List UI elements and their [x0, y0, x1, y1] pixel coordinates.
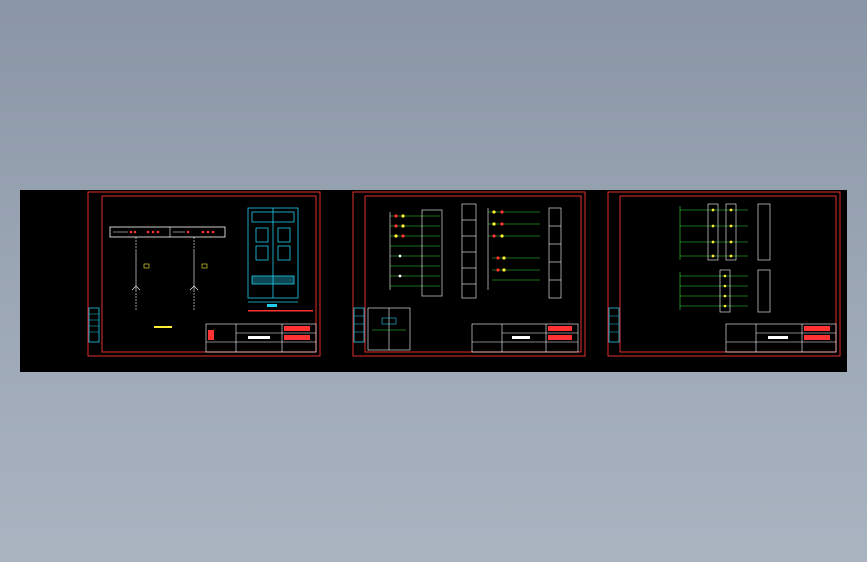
sheet-3-side-tags	[608, 307, 620, 343]
sheet-3-wires-upper	[679, 206, 748, 260]
sheet-1-busbar	[109, 226, 226, 238]
sheet-1-panel-elevation	[247, 207, 299, 307]
sheet-3-outer-frame	[607, 191, 841, 357]
sheet-2-title-block	[471, 323, 579, 353]
sheet-1-feeder-left	[131, 237, 150, 310]
sheet-3-title-block	[725, 323, 837, 353]
sheet-3-terminal-dots-lower	[723, 274, 727, 308]
sheet-3-terminal-blocks-upper	[707, 203, 737, 261]
drawing-canvas[interactable]	[20, 190, 847, 372]
sheet-3-terminal-block-lower	[719, 269, 731, 313]
sheet-2-ladder-a-devices	[394, 214, 405, 278]
sheet-1-outer-frame	[87, 191, 321, 357]
sheet-1-feeder-right	[189, 237, 208, 310]
sheet-2[interactable]	[352, 191, 586, 357]
sheet-2-legend-column	[548, 207, 562, 299]
sheet-3-inner-frame	[619, 195, 837, 353]
sheet-2-aux-schematic	[367, 307, 411, 351]
sheet-2-ladder-b	[487, 208, 540, 290]
sheet-1-side-tags	[88, 307, 100, 343]
sheet-2-ladder-a	[389, 212, 440, 290]
sheet-3-label-box-upper	[757, 203, 771, 261]
sheet-1[interactable]	[87, 191, 321, 357]
sheet-1-red-note	[248, 310, 313, 312]
sheet-3-label-box-lower	[757, 269, 771, 313]
sheet-3-wires-lower	[679, 272, 748, 310]
sheet-1-yellow-note	[154, 326, 172, 328]
sheet-1-title-block	[205, 323, 317, 353]
sheet-2-terminal-strip-a	[421, 209, 443, 297]
sheet-2-outer-frame	[352, 191, 586, 357]
sheet-2-side-tags	[353, 307, 365, 343]
cad-viewport[interactable]	[20, 190, 847, 372]
sheet-1-inner-frame	[101, 195, 317, 353]
sheet-2-device-column	[461, 203, 477, 299]
sheet-2-ladder-b-devices	[492, 210, 506, 272]
sheet-3-terminal-dots-upper	[711, 208, 733, 258]
sheet-3[interactable]	[607, 191, 841, 357]
